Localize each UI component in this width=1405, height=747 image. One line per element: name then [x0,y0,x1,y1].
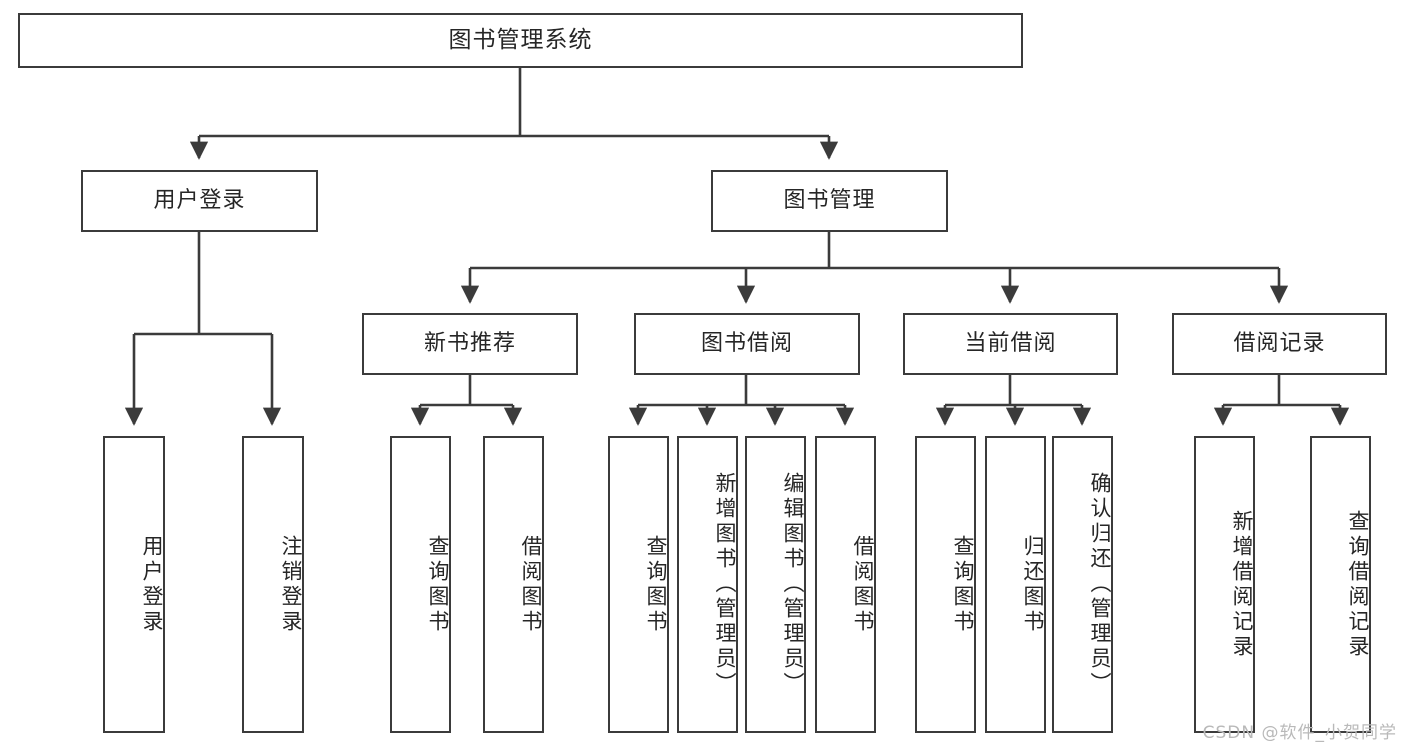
leaf-confirm-return-admin[interactable]: 确认归还（管理员） [1052,436,1113,733]
leaf-add-borrow-record[interactable]: 新增借阅记录 [1194,436,1255,733]
leaf-query-book-borrow[interactable]: 查询图书 [608,436,669,733]
leaf-user-login[interactable]: 用户登录 [103,436,165,733]
node-label: 图书管理系统 [448,26,593,53]
node-label: 归还图书 [1021,534,1045,635]
node-label: 借阅图书 [851,534,875,635]
leaf-return-book[interactable]: 归还图书 [985,436,1046,733]
node-book-management[interactable]: 图书管理 [711,170,948,232]
node-book-borrow[interactable]: 图书借阅 [634,313,860,375]
node-label: 当前借阅 [964,330,1057,356]
leaf-borrow-book[interactable]: 借阅图书 [815,436,876,733]
leaf-query-book-recommend[interactable]: 查询图书 [390,436,451,733]
leaf-borrow-book-recommend[interactable]: 借阅图书 [483,436,544,733]
node-user-login[interactable]: 用户登录 [81,170,318,232]
node-label: 注销登录 [279,534,303,635]
node-label: 新书推荐 [423,330,516,356]
node-label: 用户登录 [140,534,164,635]
node-current-borrow[interactable]: 当前借阅 [903,313,1118,375]
node-label: 借阅记录 [1233,330,1326,356]
node-new-book-recommend[interactable]: 新书推荐 [362,313,578,375]
node-label: 新增图书（管理员） [713,472,737,697]
leaf-logout[interactable]: 注销登录 [242,436,304,733]
leaf-query-borrow-record[interactable]: 查询借阅记录 [1310,436,1371,733]
node-label: 图书管理 [783,187,876,213]
node-label: 图书借阅 [700,330,793,356]
node-label: 确认归还（管理员） [1088,472,1112,697]
node-borrow-records[interactable]: 借阅记录 [1172,313,1387,375]
node-label: 查询借阅记录 [1346,509,1370,660]
node-label: 新增借阅记录 [1230,509,1254,660]
node-label: 编辑图书（管理员） [781,472,805,697]
node-label: 用户登录 [153,187,246,213]
node-label: 查询图书 [426,534,450,635]
node-label: 查询图书 [951,534,975,635]
node-root-system[interactable]: 图书管理系统 [18,13,1023,68]
leaf-edit-book-admin[interactable]: 编辑图书（管理员） [745,436,806,733]
node-label: 查询图书 [644,534,668,635]
node-label: 借阅图书 [519,534,543,635]
leaf-add-book-admin[interactable]: 新增图书（管理员） [677,436,738,733]
watermark: CSDN @软件_小贺同学 [1202,723,1397,743]
leaf-query-book-current[interactable]: 查询图书 [915,436,976,733]
